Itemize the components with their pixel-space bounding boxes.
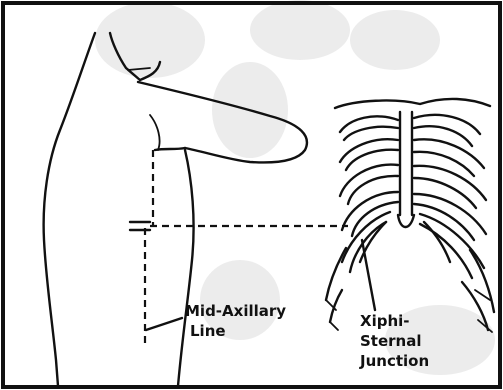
watermark	[95, 0, 495, 375]
xiphisternal-label-line2: Sternal	[360, 332, 422, 350]
rib-cage	[326, 99, 494, 332]
xiphisternal-leader	[362, 240, 375, 310]
mid-axillary-label-line1: Mid-Axillary	[185, 302, 286, 320]
mid-axillary-leader	[146, 318, 182, 330]
xiphisternal-label-line1: Xiphi-	[360, 312, 410, 330]
level-marker	[130, 222, 150, 230]
xiphisternal-label-line3: Junction	[359, 352, 429, 370]
mid-axillary-label-line2: Line	[190, 322, 226, 340]
